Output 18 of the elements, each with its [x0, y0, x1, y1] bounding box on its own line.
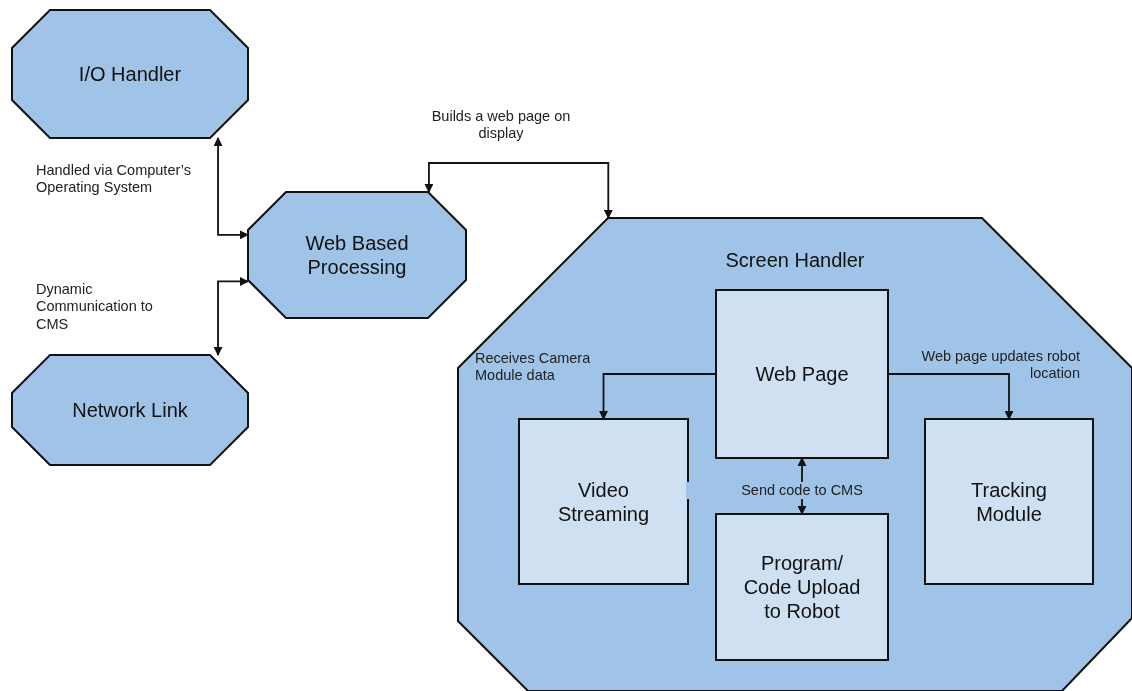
- edge-label: Dynamic Communication to CMS: [36, 281, 154, 334]
- arrow: [213, 276, 249, 356]
- arrow: [424, 162, 613, 219]
- arrow: [599, 373, 717, 420]
- node-label: Screen Handler: [724, 248, 866, 272]
- node-label: I/O Handler: [77, 62, 183, 86]
- arrow: [213, 137, 249, 240]
- edge-label: Receives Camera Module data: [475, 350, 592, 385]
- node-label: Network Link: [71, 398, 189, 422]
- edge-label: Handled via Computer’s Operating System: [36, 162, 193, 197]
- edge-label: Builds a web page on display: [430, 108, 572, 143]
- node-label: Web Based Processing: [304, 231, 410, 279]
- node-label: Video Streaming: [556, 477, 651, 526]
- node-label: Tracking Module: [970, 477, 1048, 526]
- node-label: Program/ Code Upload to Robot: [742, 551, 862, 623]
- edge-label: Web page updates robot location: [920, 348, 1080, 383]
- node-label: Web Page: [754, 362, 850, 386]
- arrow: [887, 373, 1014, 420]
